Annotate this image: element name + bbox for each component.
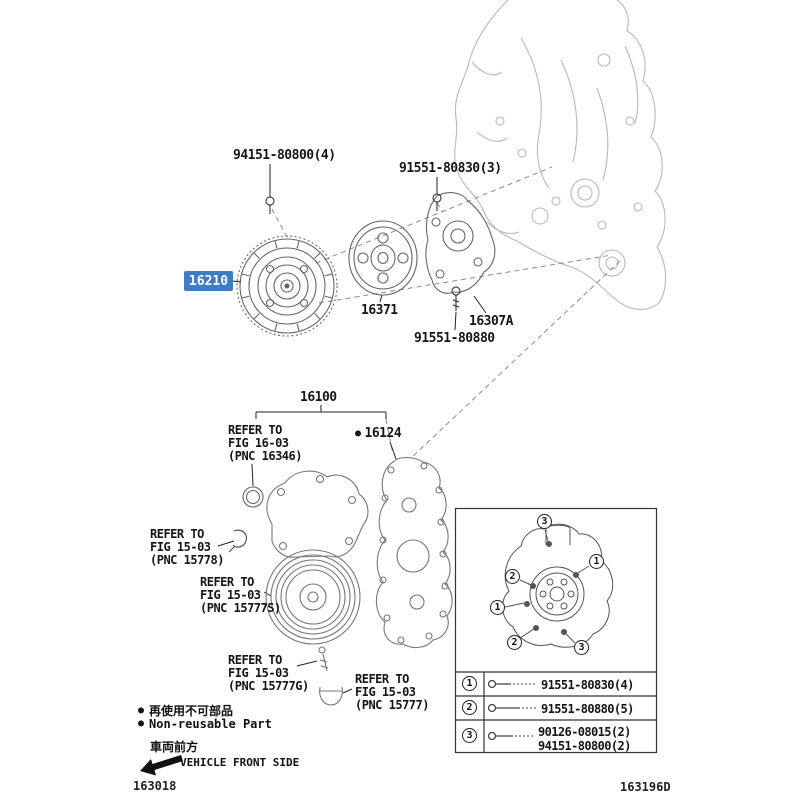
fan-clutch-drawing [236, 235, 338, 337]
gasket-drawing [375, 456, 453, 649]
oring-drawing [242, 486, 264, 508]
part-label-16124-text: 16124 [364, 426, 402, 441]
refer-line: (PNC 15777) [355, 698, 429, 712]
legend-nonreusable-en: ● Non-reusable Part [138, 717, 272, 731]
part-label-16371[interactable]: 16371 [361, 303, 398, 318]
assembly-dashed-lines [271, 166, 621, 460]
part-label-91551-80830-3[interactable]: 91551-80830(3) [399, 161, 502, 176]
nonreusable-bullet-icon: ● [138, 704, 145, 716]
inset-callout-2-bottom: 2 [507, 635, 522, 650]
inset-table-part-3a[interactable]: 90126-08015(2) [538, 725, 631, 739]
refer-line: REFER TO [200, 575, 254, 589]
bracket-drawing [425, 192, 496, 294]
inset-table-part-1[interactable]: 91551-80830(4) [541, 678, 634, 692]
leader-lines [217, 164, 487, 694]
refer-line: REFER TO [228, 423, 282, 437]
inset-callout-2-left: 2 [505, 569, 520, 584]
figure-code-left: 163018 [133, 779, 177, 793]
vehicle-front-arrow [140, 755, 183, 776]
clip-drawing [228, 529, 247, 553]
refer-line: FIG 15-03 [200, 588, 261, 602]
inset-pump-drawing [502, 523, 614, 648]
refer-note-15778: REFER TO FIG 15-03 (PNC 15778) [150, 528, 224, 567]
refer-line: (PNC 15777S) [200, 601, 281, 615]
nonreusable-bullet-icon: ● [138, 718, 145, 729]
inset-table-part-3b[interactable]: 94151-80800(2) [538, 739, 631, 753]
inset-table-num-1: 1 [462, 676, 477, 691]
inset-table-bolt-icons [487, 679, 537, 741]
nonreusable-bullet-icon: ● [355, 427, 361, 439]
refer-note-16346: REFER TO FIG 16-03 (PNC 16346) [228, 424, 302, 463]
refer-line: (PNC 15777G) [228, 679, 309, 693]
inset-callout-3-bottom: 3 [574, 640, 589, 655]
vehicle-front-jp-text: 車両前方 [150, 740, 199, 754]
part-label-16307a[interactable]: 16307A [469, 314, 513, 329]
refer-line: REFER TO [150, 527, 204, 541]
refer-note-15777g: REFER TO FIG 15-03 (PNC 15777G) [228, 654, 309, 693]
legend-nonreusable-jp-text: 再使用不可部品 [149, 704, 234, 718]
vehicle-front-en: VEHICLE FRONT SIDE [180, 756, 299, 769]
inset-box-frame [454, 507, 658, 754]
vehicle-front-jp: 車両前方 [150, 738, 198, 755]
part-label-16124[interactable]: ● 16124 [355, 426, 402, 441]
inset-callout-1-right: 1 [589, 554, 604, 569]
vehicle-front-en-text: VEHICLE FRONT SIDE [180, 756, 300, 769]
refer-note-15777s: REFER TO FIG 15-03 (PNC 15777S) [200, 576, 281, 615]
part-number-16210[interactable]: 16210 [184, 271, 233, 291]
pulley-drawing [348, 220, 418, 296]
refer-line: (PNC 15778) [150, 553, 224, 567]
refer-line: REFER TO [228, 653, 282, 667]
refer-line: REFER TO [355, 672, 409, 686]
inset-callout-1-left: 1 [490, 600, 505, 615]
refer-line: FIG 15-03 [228, 666, 289, 680]
inset-callout-3-top: 3 [537, 514, 552, 529]
part-label-91551-80880[interactable]: 91551-80880 [414, 331, 495, 346]
water-pump-drawing [265, 470, 369, 706]
part-label-94151-80800-4[interactable]: 94151-80800(4) [233, 148, 336, 163]
part-label-16100[interactable]: 16100 [300, 390, 337, 405]
inset-table-part-2[interactable]: 91551-80880(5) [541, 702, 634, 716]
refer-line: FIG 15-03 [355, 685, 416, 699]
refer-line: FIG 16-03 [228, 436, 289, 450]
inset-table-num-2: 2 [462, 700, 477, 715]
engine-block-drawing [454, 0, 667, 310]
refer-line: FIG 15-03 [150, 540, 211, 554]
figure-code-right: 163196D [620, 780, 671, 794]
legend-nonreusable-en-text: Non-reusable Part [149, 717, 272, 731]
inset-table-num-3: 3 [462, 728, 477, 743]
legend-nonreusable-jp: ● 再使用不可部品 [138, 702, 233, 719]
refer-note-15777: REFER TO FIG 15-03 (PNC 15777) [355, 673, 429, 712]
refer-line: (PNC 16346) [228, 449, 302, 463]
